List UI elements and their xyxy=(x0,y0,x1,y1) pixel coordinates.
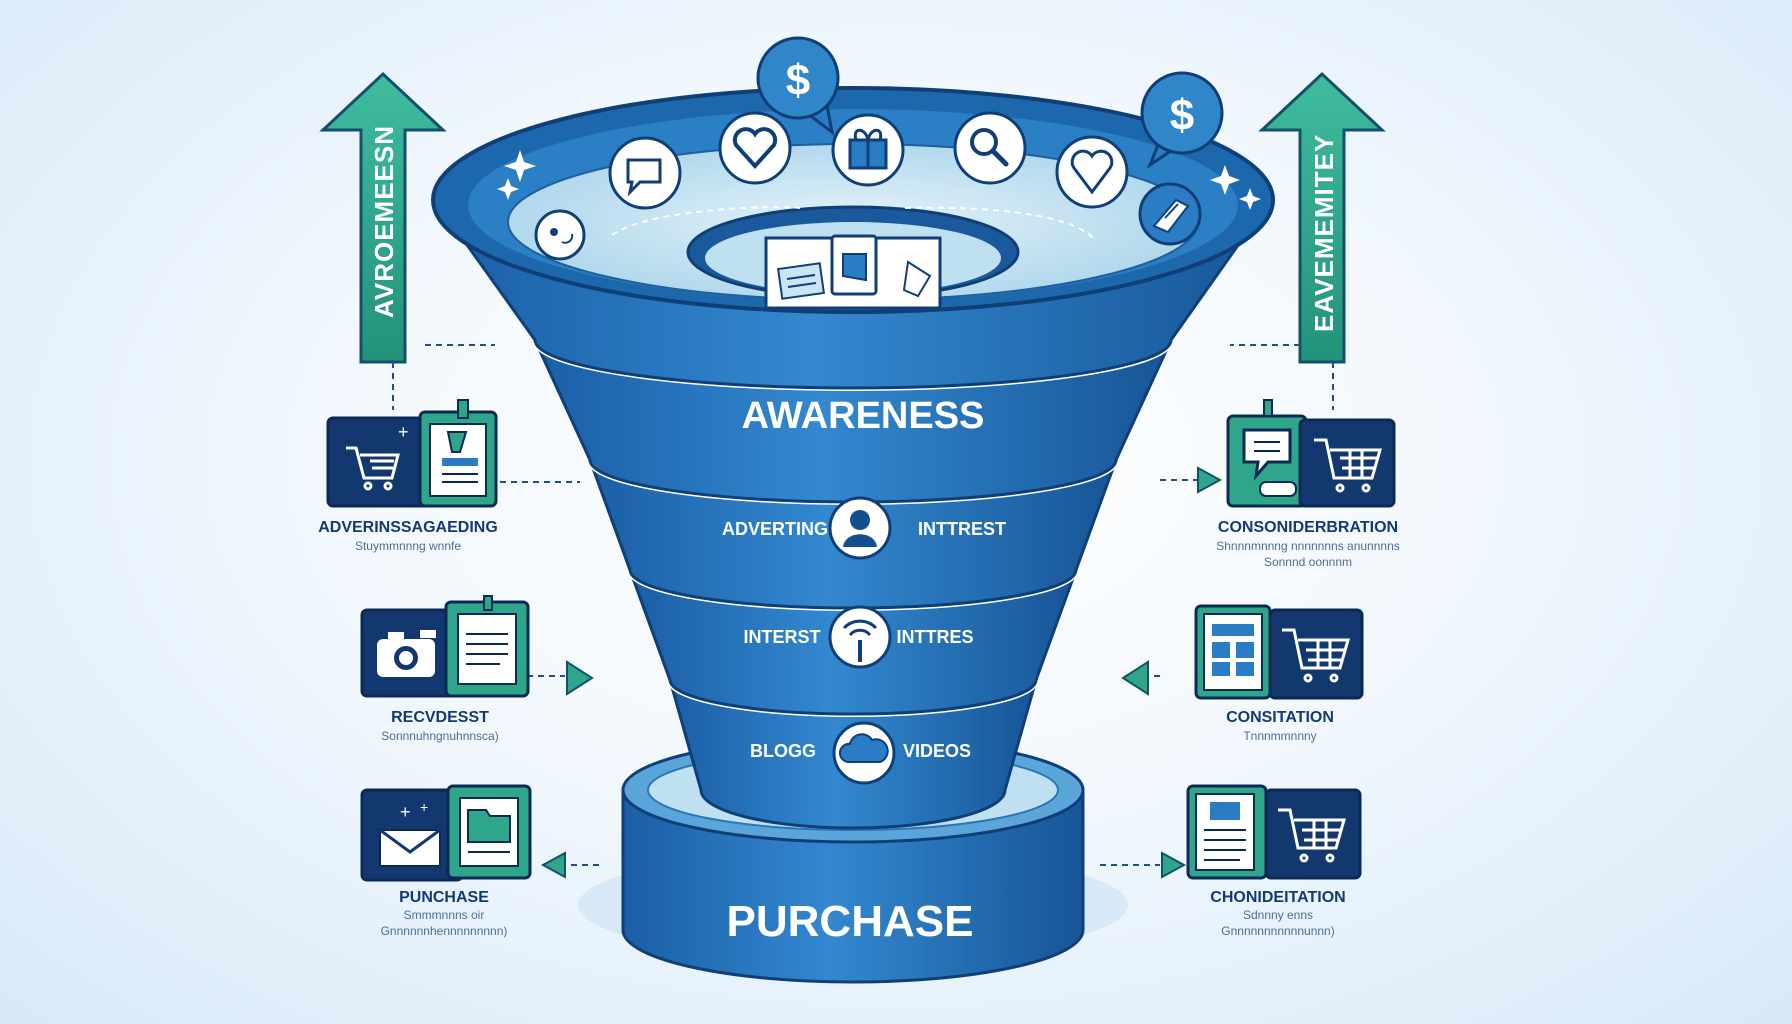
file-icon xyxy=(830,234,878,296)
left-card-1-title: ADVERINSSAGAEDING xyxy=(318,519,498,536)
svg-text:$: $ xyxy=(786,56,810,105)
heart-outline-icon xyxy=(1055,135,1129,209)
chat-icon xyxy=(1242,399,1297,497)
right-card-2-title: CONSITATION xyxy=(1226,709,1334,726)
stage-3-right-label: INTTRES xyxy=(896,627,973,647)
right-card-3-title: CHONIDEITATION xyxy=(1210,889,1345,906)
right-card-2-subtitle: Tnnnmmnnny xyxy=(1243,729,1316,743)
right-arrow-label: EAVEMEMITEY xyxy=(1309,134,1339,332)
document-icon xyxy=(457,595,517,685)
dollar-icon: $ xyxy=(1140,71,1224,169)
center-documents xyxy=(764,234,942,310)
right-card-1-title: CONSONIDERBRATION xyxy=(1218,519,1398,536)
left-card-2-subtitle: Sonnnuhngnuhnnsca) xyxy=(381,729,498,743)
left-card-3-subtitle: Smmmnnns oir xyxy=(404,908,485,922)
left-card-3-title: PUNCHASE xyxy=(399,889,489,906)
stage-3-left-label: INTERST xyxy=(743,627,820,647)
heart-icon xyxy=(718,111,792,185)
camera-icon xyxy=(377,630,436,677)
document-icon xyxy=(1195,793,1255,871)
stage-4-right-label: VIDEOS xyxy=(903,741,971,761)
svg-text:+: + xyxy=(400,802,411,822)
left-card-2-title: RECVDESST xyxy=(391,709,489,726)
cart-icon xyxy=(1314,438,1382,493)
sparkle-icon xyxy=(497,150,1261,210)
right-card-3-subtitle: Sdnnny enns xyxy=(1243,908,1313,922)
left-card-3: + + PUNCHASE Smmmnnns oir Gnnnnnnhennnnn… xyxy=(360,784,532,938)
svg-text:$: $ xyxy=(1170,91,1194,140)
hand-icon xyxy=(902,260,932,298)
right-growth-arrow: EAVEMEMITEY xyxy=(1258,71,1386,364)
cloud-icon xyxy=(832,721,896,785)
document-icon xyxy=(776,262,826,300)
dollar-icon: $ xyxy=(756,36,840,136)
right-card-1-subtitle: Shnnnmnnng nnnnnnns anunnnns xyxy=(1216,539,1400,553)
cart-icon xyxy=(346,446,400,491)
signal-icon xyxy=(828,605,892,669)
gift-icon xyxy=(831,113,905,187)
stage-4-left-label: BLOGG xyxy=(750,741,816,761)
left-card-3-subtitle2: Gnnnnnnhennnnnnnnn) xyxy=(381,924,508,938)
right-card-3-subtitle2: Gnnnnnnnnnnnunnn) xyxy=(1221,924,1334,938)
stage-awareness-label: AWARENESS xyxy=(742,395,985,437)
cart-icon xyxy=(1282,628,1350,683)
cart-icon xyxy=(1278,808,1346,863)
stage-2-right-label: INTTREST xyxy=(918,519,1006,539)
face-icon xyxy=(534,209,586,261)
stage-2-left-label: ADVERTING xyxy=(722,519,828,539)
folder-icon xyxy=(459,797,519,867)
svg-text:+: + xyxy=(398,422,409,442)
tag-icon xyxy=(1138,182,1202,246)
left-growth-arrow: AVROEMEESN xyxy=(319,71,447,364)
badge-icon xyxy=(442,399,478,483)
right-card-2: CONSITATION Tnnnmmnnny xyxy=(1194,604,1364,743)
layout-icon xyxy=(1203,613,1263,691)
left-card-1: + ADVERINSSAGAEDING Stuymmnnng wnnfe xyxy=(318,399,498,553)
dashed-connectors xyxy=(392,344,1334,866)
left-card-2: RECVDESST Sonnnuhngnuhnnsca) xyxy=(360,595,530,743)
connector-arrowheads xyxy=(540,466,1223,879)
right-card-3: CHONIDEITATION Sdnnny enns Gnnnnnnnnnnnu… xyxy=(1186,784,1362,938)
right-card-1-subtitle2: Sonnnd oonnnm xyxy=(1264,555,1352,569)
envelope-icon xyxy=(379,828,441,867)
svg-text:+: + xyxy=(420,799,428,815)
left-card-1-subtitle: Stuymmnnng wnnfe xyxy=(355,539,461,553)
left-arrow-label: AVROEMEESN xyxy=(369,125,399,318)
funnel: $ $ AWARENESS ADVERTING INTTREST INTERST xyxy=(431,36,1275,984)
person-icon xyxy=(828,496,892,560)
stage-purchase-label: PURCHASE xyxy=(727,897,974,946)
chat-bubble-icon xyxy=(608,136,682,210)
search-icon xyxy=(953,111,1027,185)
right-card-1: CONSONIDERBRATION Shnnnmnnng nnnnnnns an… xyxy=(1216,399,1400,569)
